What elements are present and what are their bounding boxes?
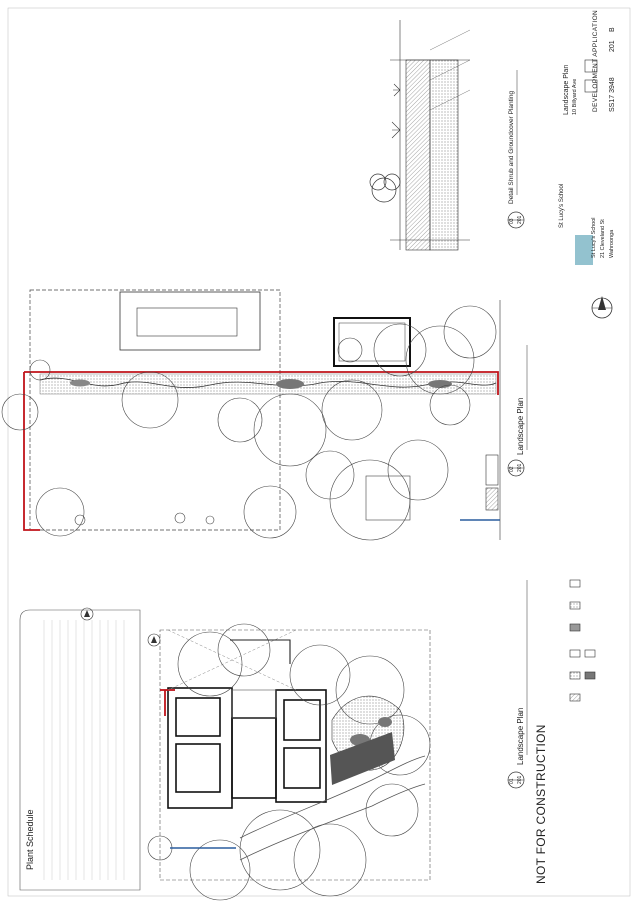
not-for-construction-label: NOT FOR CONSTRUCTION: [534, 724, 548, 884]
view-02-number: 02: [509, 466, 515, 472]
legend: [569, 579, 596, 702]
plant-schedule: [19, 609, 141, 891]
drawing-number: 201: [609, 40, 616, 52]
landscape-plan-02: [1, 289, 501, 541]
job-number: SS17 3948: [609, 77, 616, 112]
view-01-title: Landscape Plan: [516, 707, 525, 765]
plant-schedule-title: Plant Schedule: [25, 809, 35, 870]
north-arrow-icon: [591, 296, 613, 319]
status-label: DEVELOPMENT APPLICATION: [592, 9, 599, 112]
site-name: St Lucy's School: [591, 217, 597, 259]
project-title: Landscape Plan: [563, 64, 570, 115]
view-02-sheet: 201: [517, 463, 523, 472]
revision-marks: [584, 59, 598, 93]
project-address: 10 Billyard Ave: [572, 78, 578, 115]
view-01-number: 01: [509, 778, 515, 784]
site-suburb: Wahroonga: [609, 229, 615, 258]
client-name: St Lucy's School: [559, 183, 565, 228]
view-03-title: Detail Shrub and Groundcover Planting: [508, 90, 515, 204]
view-03-sheet: 201: [517, 215, 523, 224]
view-03-number: 03: [509, 218, 515, 224]
revision-letter: B: [609, 27, 616, 32]
section-detail: [369, 20, 471, 251]
landscape-plan-01: [80, 607, 431, 901]
logo-icon: [575, 235, 593, 265]
site-street: 21 Cleveland St: [600, 219, 606, 258]
view-02-title: Landscape Plan: [516, 397, 525, 455]
view-01-sheet: 201: [517, 775, 523, 784]
